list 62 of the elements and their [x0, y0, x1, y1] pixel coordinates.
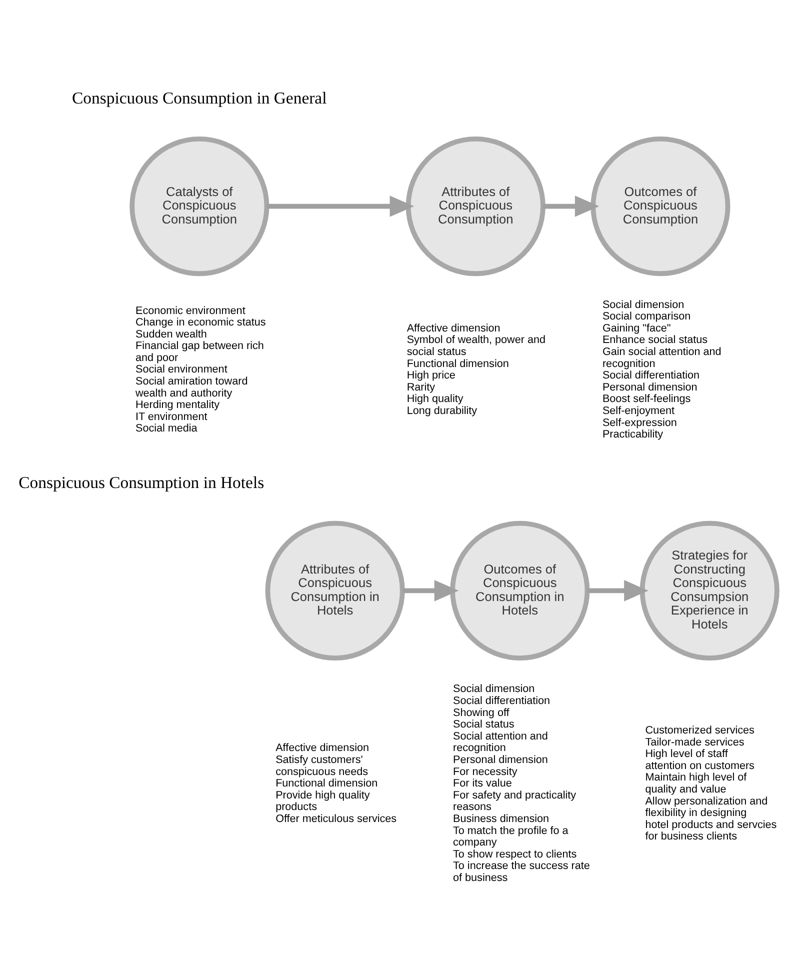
- node-label: Customerized services: [645, 724, 754, 736]
- node-label: Social environment: [136, 363, 228, 376]
- node-label: Symbol of wealth, power and social status: [406, 334, 546, 358]
- node-label: Gain social attention and recognition: [602, 346, 722, 370]
- node-label: Self-expression: [602, 416, 677, 428]
- node-label: Satisfy customers' conspicuous needs: [276, 754, 368, 778]
- node-label: IT environment: [136, 410, 208, 422]
- node-label: Social dimension: [453, 682, 535, 695]
- node-label: Maintain high level of quality and value: [645, 771, 747, 796]
- node-label: Long durability: [406, 404, 478, 417]
- node-label: Boost self-feelings: [602, 392, 691, 405]
- node-label: Social attention and recognition: [453, 730, 548, 754]
- node-label: Offer meticulous services: [276, 812, 397, 825]
- node-label: For its value: [453, 777, 512, 790]
- node-label: Practicability: [602, 428, 664, 440]
- node-label: Economic environment: [136, 304, 246, 316]
- node-circle: Attributes of Conspicuous Consumption in Hotels: [265, 520, 405, 660]
- node-label: Business dimension: [453, 812, 550, 825]
- node-label: Affective dimension: [406, 322, 500, 334]
- node-label: Affective dimension: [276, 742, 370, 754]
- label: Conspicuous Consumption in General: [72, 88, 327, 108]
- node-label: For safety and practicality reasons: [453, 788, 576, 813]
- node-label: Change in economic status: [136, 316, 266, 328]
- node-circle: Outcomes of Conspicuous Consumption in Hotels: [450, 520, 590, 660]
- node-label: Enhance social status: [602, 334, 708, 346]
- arrow: [266, 195, 414, 216]
- node-label: Social differentiation: [453, 694, 550, 707]
- node-circle: Strategies for Constructing Conspicuous Consumpsion Experience in Hotels: [640, 520, 780, 660]
- node-label: High quality: [406, 392, 464, 405]
- node-label: Social amiration toward wealth and authority: [136, 375, 248, 399]
- node-label: To show respect to clients: [453, 848, 577, 860]
- node-circle: Outcomes of Conspicuous Consumption: [590, 136, 730, 276]
- node-label: Sudden wealth: [136, 328, 207, 340]
- node-circle: Attributes of Conspicuous Consumption: [406, 136, 546, 276]
- node-label: Self-enjoyment: [602, 404, 674, 417]
- node-label: Personal dimension: [602, 380, 698, 393]
- node-label: Personal dimension: [453, 754, 548, 766]
- node-label: Tailor-made services: [645, 736, 744, 748]
- node-label: Social comparison: [602, 310, 691, 322]
- arrow: [543, 195, 600, 216]
- node-label: Functional dimension: [406, 357, 509, 370]
- node-label: To increase the success rate of business: [453, 860, 590, 884]
- node-label: For necessity: [453, 765, 518, 778]
- label: Conspicuous Consumption in Hotels: [18, 472, 264, 492]
- node-label: High level of staff attention on customers: [645, 748, 754, 772]
- node-label: Herding mentality: [136, 398, 220, 411]
- node-label: Gaining "face": [602, 322, 671, 334]
- node-label: High price: [406, 369, 456, 382]
- arrow: [587, 580, 648, 601]
- node-label: Provide high quality products: [276, 788, 370, 813]
- node-label: Rarity: [406, 380, 436, 393]
- node-label: Social dimension: [602, 298, 684, 310]
- node-label: Social media: [136, 422, 198, 434]
- node-label: Social differentiation: [602, 369, 700, 382]
- node-label: Allow personalization and flexibility in designing hotel products and servcies for business clients: [645, 794, 777, 842]
- node-label: To match the profile fo a company: [453, 824, 568, 848]
- node-circle: Catalysts of Conspicuous Consumption: [130, 136, 270, 276]
- node-label: Functional dimension: [276, 777, 378, 790]
- node-label: Financial gap between rich and poor: [136, 340, 264, 364]
- node-label: Social status: [453, 718, 514, 730]
- arrow: [402, 580, 459, 601]
- node-label: Showing off: [453, 706, 510, 718]
